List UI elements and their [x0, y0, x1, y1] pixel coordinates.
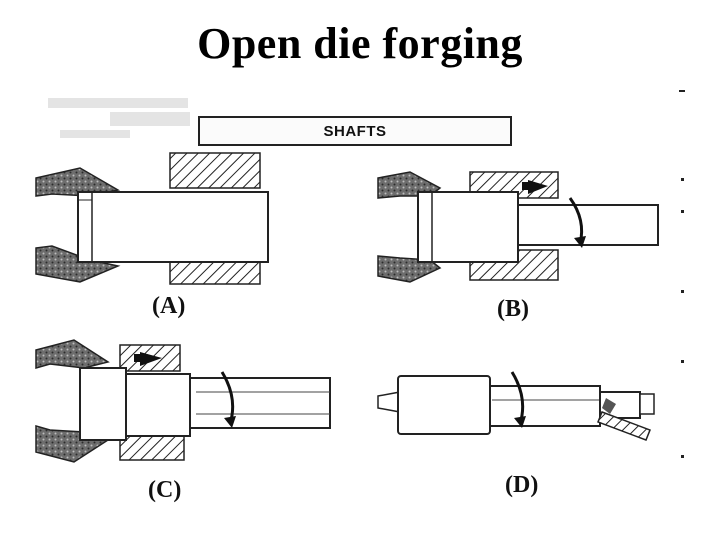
panel-a-upper-die	[169, 152, 261, 189]
panel-label-a: (A)	[152, 293, 186, 319]
shafts-banner: SHAFTS	[198, 116, 512, 146]
panel-d-drawing	[377, 371, 655, 441]
panel-a-billet	[77, 191, 269, 263]
panel-b-drawing	[377, 171, 659, 283]
panel-c-drawing	[35, 339, 331, 463]
slide-title: Open die forging	[197, 19, 523, 68]
scan-noise	[48, 98, 190, 138]
panel-a-tong-lower	[35, 245, 121, 283]
panel-a-drawing	[35, 152, 269, 285]
panel-label-d: (D)	[505, 472, 539, 498]
panel-label-c: (C)	[148, 477, 182, 503]
panel-label-b: (B)	[497, 296, 529, 322]
panel-a-lower-die	[169, 261, 261, 285]
scan-edge-marks	[679, 90, 685, 458]
